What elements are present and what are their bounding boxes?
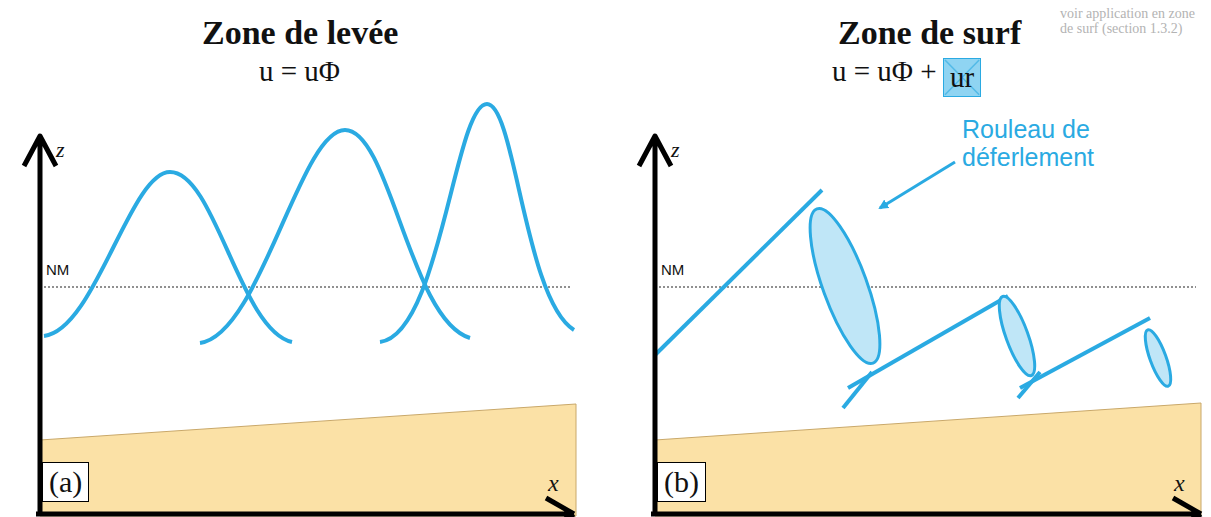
breaking-roller: [992, 293, 1041, 379]
z-axis: [24, 136, 56, 516]
wave: [380, 104, 574, 342]
panel-title: Zone de levée: [202, 14, 398, 51]
note: voir application en zone de surf (sectio…: [1060, 6, 1200, 37]
wave: [200, 130, 470, 343]
panel-tag: (a): [42, 462, 89, 502]
x-axis: [36, 498, 574, 517]
panel-tag: (b): [657, 462, 706, 502]
axis-label: z: [671, 138, 680, 162]
sand: [655, 403, 1201, 516]
velocity-formula: u = uΦ +: [832, 56, 937, 88]
crossed-term: ur: [943, 58, 981, 97]
breaking-roller: [1140, 327, 1176, 389]
node-text: (b): [664, 464, 699, 500]
wave: [44, 172, 292, 342]
level-label: NM: [661, 262, 684, 279]
z-axis: [639, 136, 671, 516]
velocity-formula: u = uΦ: [259, 56, 340, 88]
panel-title: Zone de surf: [838, 14, 1021, 51]
axis-label: x: [548, 470, 559, 496]
breaking-roller: [796, 201, 893, 370]
callout-label: Rouleau de déferlement: [962, 116, 1132, 171]
level-label: NM: [46, 262, 69, 279]
node-text: (a): [49, 464, 82, 500]
node-text: ur: [950, 60, 974, 95]
wave: [843, 372, 872, 408]
wave: [655, 190, 822, 355]
wave: [1020, 318, 1150, 388]
axis-label: z: [56, 138, 65, 162]
x-axis: [651, 498, 1201, 517]
leader-line: [880, 162, 955, 208]
wave: [1018, 372, 1040, 398]
sand: [40, 404, 576, 516]
axis-label: x: [1174, 470, 1185, 496]
mean-level: [655, 286, 1196, 287]
mean-level: [40, 286, 570, 287]
